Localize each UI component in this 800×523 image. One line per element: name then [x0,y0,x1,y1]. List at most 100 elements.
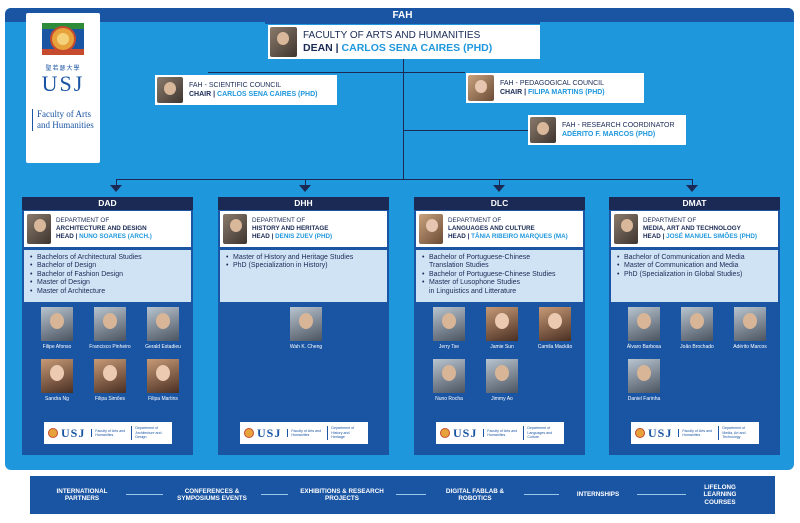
faculty-member: Jerry Tse [424,307,474,350]
department-prefix: DEPARTMENT OF [448,217,502,225]
head-name: JOSÉ MANUEL SIMÕES (PHD) [666,232,757,240]
program-item: Bachelor of Portuguese-Chinese Studies [422,271,577,280]
head-name: DENIS ZUEV (PHD) [275,232,333,240]
faculty-member: Filipa Simões [85,359,135,402]
avatar [270,27,297,57]
faculty-member: Gerald Estadieu [138,307,188,350]
usj-chinese-name: 聖若瑟大學 [45,66,81,72]
program-list: Bachelors of Architectural StudiesBachel… [24,250,191,302]
member-photo [41,359,73,393]
member-photo [147,359,179,393]
connector-line [403,130,528,131]
member-name: Filipa Martins [148,396,178,402]
faculty-member: Adérito Marcos [725,307,775,350]
member-photo [734,307,766,341]
head-role: HEAD [252,232,270,240]
service-item: LIFELONG LEARNING COURSES [703,484,737,506]
faculty-member: Nuno Rocha [424,359,474,402]
usj-seal-icon [440,428,450,438]
member-photo [486,359,518,393]
member-name: Álvaro Barbosa [626,344,662,350]
head-name: NUNO SOARES (ARCH.) [79,232,152,240]
usj-wordmark: USJ [257,425,282,440]
research-name: ADÉRITO F. MARCOS (PHD) [562,131,656,138]
member-photo [94,359,126,393]
member-name: Sandra Ng [45,396,69,402]
member-photo [41,307,73,341]
dean-card: FACULTY OF ARTS AND HUMANITIES DEAN | CA… [268,25,540,59]
separator-dash [396,494,426,495]
head-name: TÂNIA RIBEIRO MARQUES (MA) [471,232,568,240]
head-role: HEAD [448,232,466,240]
department-name: MEDIA, ART AND TECHNOLOGY [643,225,741,233]
faculty-member: Daniel Farinha [619,359,669,402]
connector-line [692,179,693,186]
department-logo-text: Department of Architecture and Design [131,426,165,440]
program-item: Master of History and Heritage Studies [226,254,381,263]
usj-logo: 聖若瑟大學 USJ Faculty of Arts and Humanities [26,13,100,163]
avatar [614,214,638,244]
connector-line [305,179,306,186]
usj-seal-icon [42,23,84,55]
member-photo [628,359,660,393]
department-prefix: DEPARTMENT OF [56,217,110,225]
avatar [530,117,556,143]
member-photo [539,307,571,341]
member-photo [94,307,126,341]
program-item: PhD (Specialization in History) [226,262,381,271]
service-item: DIGITAL FABLAB & ROBOTICS [445,487,505,502]
faculty-logo-text: Faculty of Arts and Humanities [91,428,125,438]
separator-dash [524,494,559,495]
connector-line [403,72,465,73]
member-name: Jimmy Ao [491,396,513,402]
member-name: Jerry Tse [438,344,460,350]
member-name: Camila Mackão [537,344,573,350]
department-code: DAD [22,197,193,210]
usj-wordmark: USJ [453,425,478,440]
member-name: Filipa Simões [94,396,125,402]
usj-seal-icon [635,428,645,438]
program-item: Bachelors of Architectural Studies [30,254,185,263]
program-item: in Linguistics and Litterature [429,287,517,295]
service-item: CONFERENCES & SYMPOSIUMS EVENTS [177,487,247,502]
council-title: FAH - PEDAGOGICAL COUNCIL [500,80,604,87]
faculty-member: João Brochado [672,307,722,350]
connector-line [208,72,403,73]
member-name: Jamie Sun [490,344,514,350]
faculty-member: Filipa Martins [138,359,188,402]
separator-dash [126,494,163,495]
down-arrow-icon [493,185,505,192]
dean-name: CARLOS SENA CAIRES (PHD) [341,42,493,54]
council-chair-name: FILIPA MARTINS (PHD) [528,89,605,96]
avatar [27,214,51,244]
department-logo-text: Department of Languages and Culture [523,426,557,440]
service-item: INTERNSHIPS [576,491,620,499]
program-item: PhD (Specialization in Global Studies) [617,271,772,280]
member-name: Wah K. Cheng [289,344,323,350]
department-code: DLC [414,197,585,210]
council-chair-name: CARLOS SENA CAIRES (PHD) [217,91,318,98]
member-name: Gerald Estadieu [145,344,181,350]
department-name: HISTORY AND HERITAGE [252,225,329,233]
fah-label: FAH [265,8,540,24]
council-role: CHAIR [500,89,523,96]
avatar [419,214,443,244]
usj-wordmark: USJ [648,425,673,440]
program-item: Bachelor of Communication and Media [617,254,772,263]
department-code: DHH [218,197,389,210]
faculty-member: Wah K. Cheng [281,307,331,350]
faculty-member: Camila Mackão [530,307,580,350]
program-item: Bachelor of Design [30,262,185,271]
